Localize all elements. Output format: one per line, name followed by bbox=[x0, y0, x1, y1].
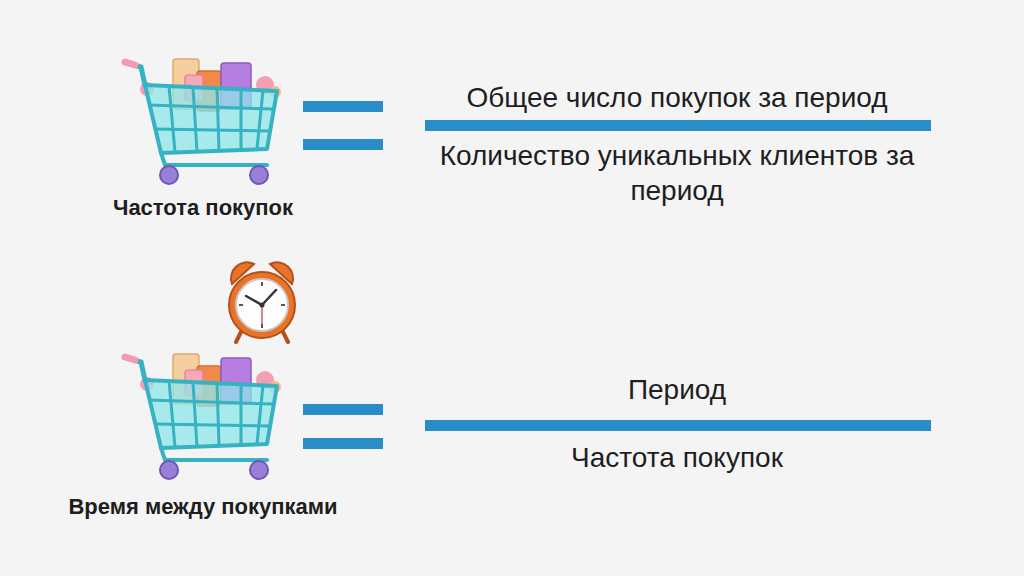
metric-name: Время между покупками bbox=[33, 493, 373, 521]
numerator: Период bbox=[417, 372, 937, 407]
fraction-bar bbox=[425, 120, 931, 131]
metric-name: Частота покупок bbox=[73, 194, 333, 222]
cart-icon bbox=[125, 354, 281, 479]
cart-icon bbox=[125, 59, 281, 184]
numerator: Общее число покупок за период bbox=[417, 80, 937, 115]
equals-sign bbox=[303, 101, 383, 150]
alarm-clock bbox=[229, 262, 295, 342]
denominator: Частота покупок bbox=[417, 440, 937, 475]
denominator: Количество уникальных клиентов за период bbox=[417, 138, 937, 208]
equals-sign bbox=[303, 404, 383, 449]
fraction-bar bbox=[425, 420, 931, 431]
